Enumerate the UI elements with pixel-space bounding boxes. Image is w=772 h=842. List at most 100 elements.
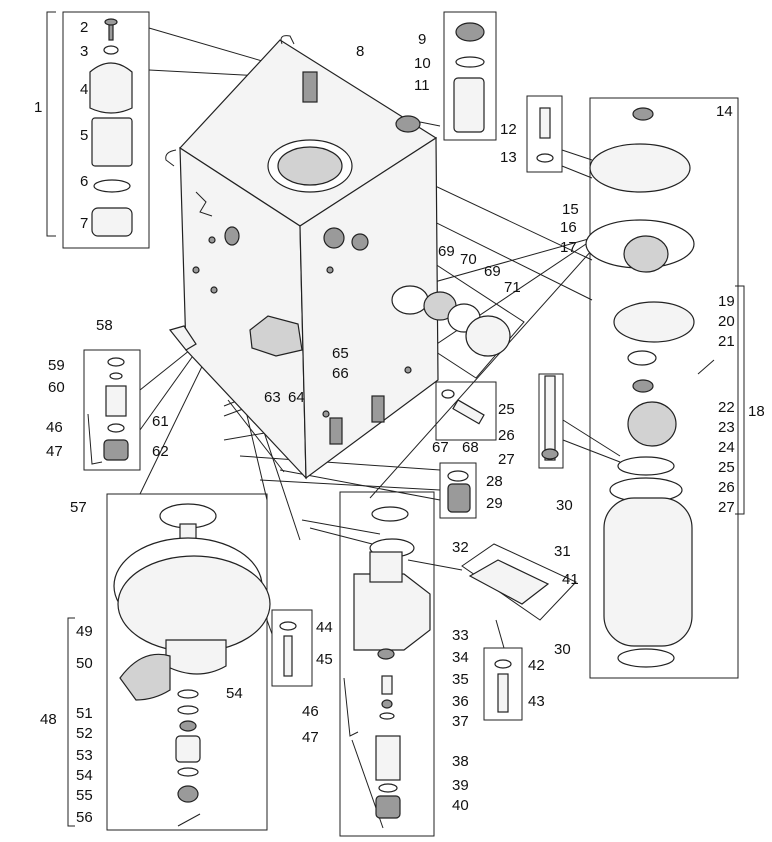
callout-13: 13 — [500, 149, 517, 166]
callout-7: 7 — [80, 215, 88, 232]
part-15-cover-plate — [589, 143, 691, 193]
part-50-outlet-elbow — [165, 639, 227, 675]
tank-port-right-a — [323, 227, 345, 249]
tank-bracket-a — [371, 395, 385, 423]
callout-48: 48 — [40, 711, 57, 728]
callout-44: 44 — [316, 619, 333, 636]
part-5-filter-element — [91, 117, 133, 167]
tank-bolt — [322, 410, 330, 418]
callout-70: 70 — [460, 251, 477, 268]
callout-46-valve: 46 — [46, 419, 63, 436]
part-19-piston — [613, 301, 695, 343]
tank-bolt — [208, 236, 216, 244]
callout-51: 51 — [76, 705, 93, 722]
callout-27-stud: 27 — [498, 451, 515, 468]
callout-64: 64 — [288, 389, 305, 406]
part-46-47-wire — [87, 413, 103, 465]
tank-bolt — [404, 366, 412, 374]
callout-69-a: 69 — [438, 243, 455, 260]
callout-14: 14 — [716, 103, 733, 120]
bracket-assembly-18 — [735, 285, 745, 515]
part-36-ball — [381, 699, 393, 709]
callout-61: 61 — [152, 413, 169, 430]
callout-4: 4 — [80, 81, 88, 98]
bracket-assembly-1 — [46, 11, 56, 237]
callout-20: 20 — [718, 313, 735, 330]
bracket-assembly-48 — [67, 617, 75, 827]
part-14-plug — [632, 107, 654, 121]
part-54-seal-a — [177, 689, 199, 699]
callout-22: 22 — [718, 399, 735, 416]
callout-28: 28 — [486, 473, 503, 490]
nut-27 — [541, 448, 559, 460]
callout-31: 31 — [554, 543, 571, 560]
callout-58: 58 — [96, 317, 113, 334]
frame-outlet-group — [106, 493, 268, 831]
callout-38: 38 — [452, 753, 469, 770]
callout-16: 16 — [560, 219, 577, 236]
tank-bolt — [192, 266, 200, 274]
callout-53: 53 — [76, 747, 93, 764]
part-50-outlet-pipe — [119, 653, 171, 701]
callout-52: 52 — [76, 725, 93, 742]
part-35-spring — [381, 675, 393, 695]
callout-12: 12 — [500, 121, 517, 138]
callout-17: 17 — [560, 239, 577, 256]
drain-parts — [343, 506, 431, 819]
part-34-plug — [377, 648, 395, 660]
part-23-spring — [627, 401, 677, 447]
part-37-washer — [379, 712, 395, 720]
callout-18: 18 — [748, 403, 765, 420]
callout-3: 3 — [80, 43, 88, 60]
tank-lifting-eye-left — [165, 149, 177, 167]
callout-32: 32 — [452, 539, 469, 556]
callout-39: 39 — [452, 777, 469, 794]
tank-port-right-b — [351, 233, 369, 251]
part-69-gasket-a — [391, 285, 429, 315]
bolt-44-45 — [279, 621, 297, 677]
callout-69-b: 69 — [484, 263, 501, 280]
callout-54-a: 54 — [226, 685, 243, 702]
callout-34: 34 — [452, 649, 469, 666]
part-3-washer — [103, 45, 119, 55]
part-71-flange — [465, 315, 511, 357]
part-46-47-wire-b — [343, 677, 359, 737]
callout-21: 21 — [718, 333, 735, 350]
part-56-wire — [177, 813, 201, 827]
part-44-washer — [279, 621, 297, 631]
part-10-seal — [455, 56, 485, 68]
callout-57: 57 — [70, 499, 87, 516]
tank-breather-port — [395, 115, 421, 133]
part-20-disc — [627, 350, 657, 366]
part-17-spring — [623, 235, 669, 273]
part-11-neck — [453, 77, 485, 133]
callout-60: 60 — [48, 379, 65, 396]
part-9-cap — [455, 22, 485, 42]
part-24-washer — [617, 456, 675, 476]
part-45-bolt — [283, 635, 293, 677]
stud-group — [541, 375, 559, 461]
frame-drain-group — [339, 491, 435, 837]
part-21-pin — [697, 359, 715, 375]
frame-filter-group — [62, 11, 150, 249]
callout-40: 40 — [452, 797, 469, 814]
bolt-12-13 — [536, 107, 554, 163]
part-51-ring — [177, 705, 199, 715]
part-50-flange — [117, 555, 271, 653]
callout-11: 11 — [414, 77, 430, 94]
callout-41: 41 — [562, 571, 579, 588]
callout-46-drain: 46 — [302, 703, 319, 720]
callout-36: 36 — [452, 693, 469, 710]
callout-54-b: 54 — [76, 767, 93, 784]
part-67-washer — [441, 389, 455, 399]
callout-25-stud: 25 — [498, 401, 515, 418]
callout-30-top: 30 — [556, 497, 573, 514]
flange-41-bolt-42-43 — [468, 559, 550, 713]
tank-right-face — [299, 136, 439, 480]
callout-1: 1 — [34, 99, 42, 116]
part-53-body — [175, 735, 201, 763]
group-frames — [46, 11, 745, 837]
part-42-washer — [494, 659, 512, 669]
part-59-ring — [109, 372, 123, 380]
